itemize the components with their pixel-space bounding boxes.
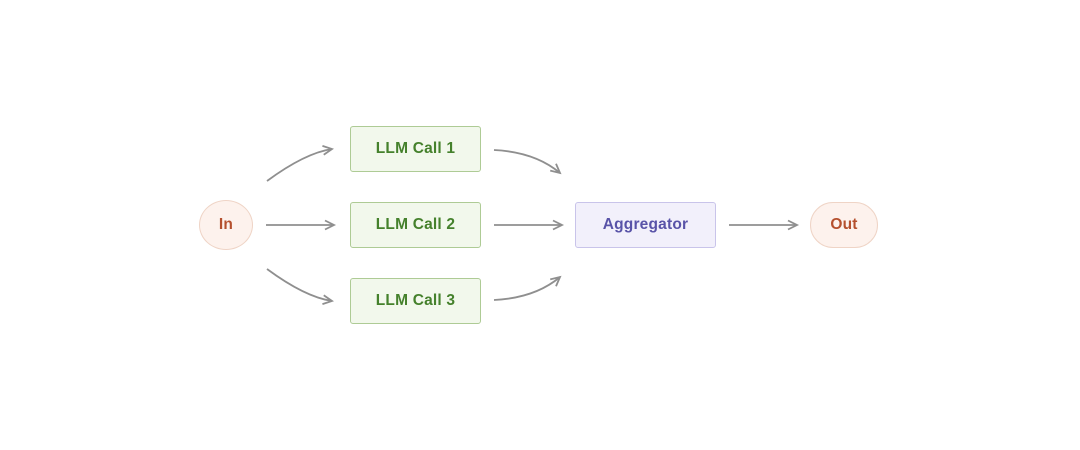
arrow-in-to-llm1 [266,145,334,182]
node-in: In [199,200,253,250]
arrow-in-to-llm3 [266,268,334,305]
arrow-llm1-to-aggregator [493,149,562,175]
node-out-label: Out [830,216,858,233]
node-in-label: In [218,216,234,233]
arrow-llm3-to-aggregator [493,275,562,301]
node-llm-call-3-label: LLM Call 3 [375,292,456,309]
node-llm-call-2-label: LLM Call 2 [375,216,456,233]
node-llm-call-1-label: LLM Call 1 [375,140,456,157]
node-llm-call-1: LLM Call 1 [350,126,481,172]
node-llm-call-3: LLM Call 3 [350,278,481,324]
node-out: Out [810,202,878,248]
node-aggregator-label: Aggregator [602,216,689,233]
node-aggregator: Aggregator [575,202,716,248]
node-llm-call-2: LLM Call 2 [350,202,481,248]
